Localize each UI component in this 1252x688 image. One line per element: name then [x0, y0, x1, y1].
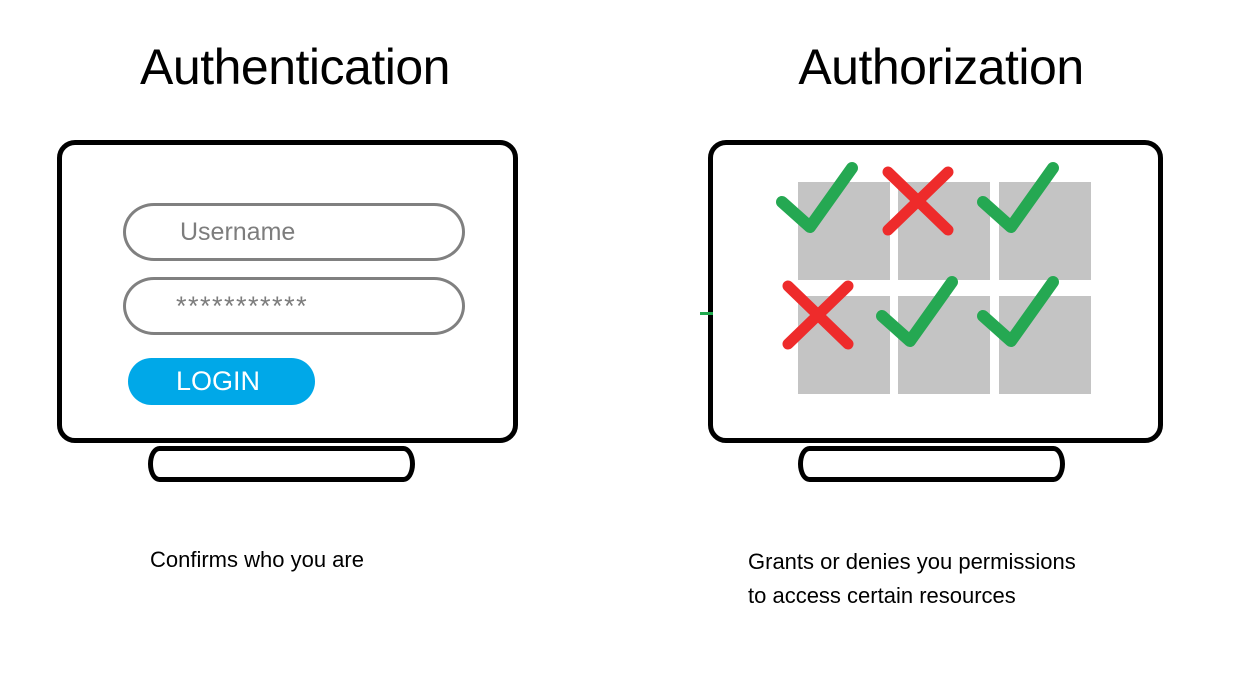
permission-cell: [782, 280, 890, 394]
cross-icon: [882, 166, 954, 236]
permission-grid: [776, 162, 1091, 396]
check-icon: [977, 276, 1059, 347]
authorization-monitor-stand: [798, 446, 1065, 482]
authorization-monitor-screen: [708, 140, 1163, 443]
authorization-caption: Grants or denies you permissions to acce…: [748, 549, 1076, 608]
authentication-title: Authentication: [140, 39, 450, 95]
permission-cell: [776, 162, 890, 280]
permission-cell: [977, 162, 1091, 280]
check-icon: [776, 162, 858, 233]
username-placeholder-text: Username: [180, 217, 296, 246]
stray-green-tick-artifact: [700, 312, 713, 315]
permission-cell: [977, 276, 1091, 394]
authorization-title: Authorization: [798, 39, 1084, 95]
permission-cell: [876, 276, 990, 394]
permission-cell: [882, 166, 990, 280]
authentication-monitor-screen: Username *********** LOGIN: [57, 140, 518, 443]
check-icon: [876, 276, 958, 347]
login-button[interactable]: LOGIN: [128, 358, 315, 405]
cross-icon: [782, 280, 854, 350]
username-input[interactable]: Username: [123, 203, 465, 261]
check-icon: [977, 162, 1059, 233]
password-masked-value: ***********: [176, 290, 309, 321]
authentication-monitor-stand: [148, 446, 415, 482]
password-input[interactable]: ***********: [123, 277, 465, 335]
authentication-caption: Confirms who you are: [150, 547, 364, 572]
